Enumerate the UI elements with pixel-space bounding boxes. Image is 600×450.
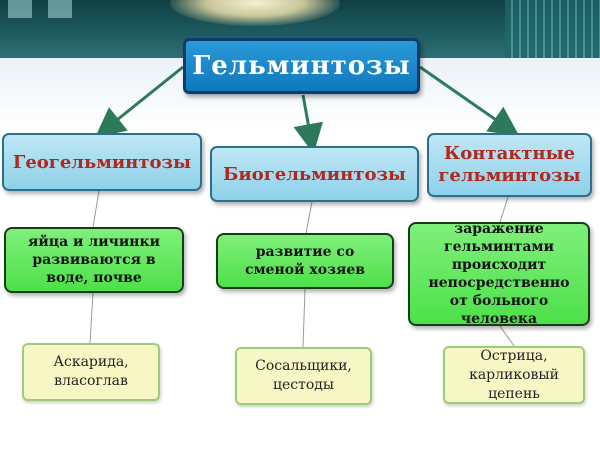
description-text: яйца и личинки развиваются в воде, почве [28, 234, 160, 286]
example-text: Аскарида, власоглав [53, 354, 129, 389]
category-node-contact-helminthoses: Контактные гельминтозы [427, 133, 592, 197]
arrow-to-contact-helminthoses [419, 65, 520, 137]
example-node-contact-helminthoses: Острица, карликовый цепень [443, 346, 585, 404]
example-node-biohelminthoses: Сосальщики, цестоды [235, 347, 372, 405]
banner-stripe-decoration [8, 0, 32, 18]
description-node-contact-helminthoses: заражение гельминтами происходит непосре… [408, 221, 590, 327]
arrow-to-biohelminthoses [293, 94, 324, 154]
category-node-geohelminthoses: Геогельминтозы [2, 133, 202, 191]
category-node-biohelminthoses: Биогельминтозы [210, 146, 419, 202]
arrow-to-geohelminthoses [94, 65, 184, 138]
example-text: Острица, карликовый цепень [469, 347, 559, 402]
category-label: Биогельминтозы [223, 163, 406, 185]
description-node-biohelminthoses: развитие со сменой хозяев [216, 233, 394, 289]
example-text: Сосальщики, цестоды [255, 358, 352, 393]
description-text: развитие со сменой хозяев [244, 244, 366, 278]
description-text: заражение гельминтами происходит непосре… [428, 221, 570, 327]
banner-pattern-decoration [505, 0, 600, 58]
example-node-geohelminthoses: Аскарида, власоглав [22, 343, 160, 401]
connector-cat3-desc3 [499, 196, 509, 223]
connector-cat2-desc2 [305, 201, 313, 234]
connector-cat1-desc1 [92, 190, 100, 228]
description-node-geohelminthoses: яйца и личинки развиваются в воде, почве [4, 227, 184, 293]
root-node-label: Гельминтозы [192, 51, 411, 81]
connector-desc3-ex3 [499, 325, 515, 347]
category-label: Контактные гельминтозы [438, 143, 581, 186]
banner-stripe-decoration [48, 0, 72, 18]
connector-desc2-ex2 [302, 288, 306, 348]
connector-desc1-ex1 [89, 292, 94, 344]
category-label: Геогельминтозы [12, 151, 192, 173]
root-node-helminthoses: Гельминтозы [183, 38, 420, 94]
